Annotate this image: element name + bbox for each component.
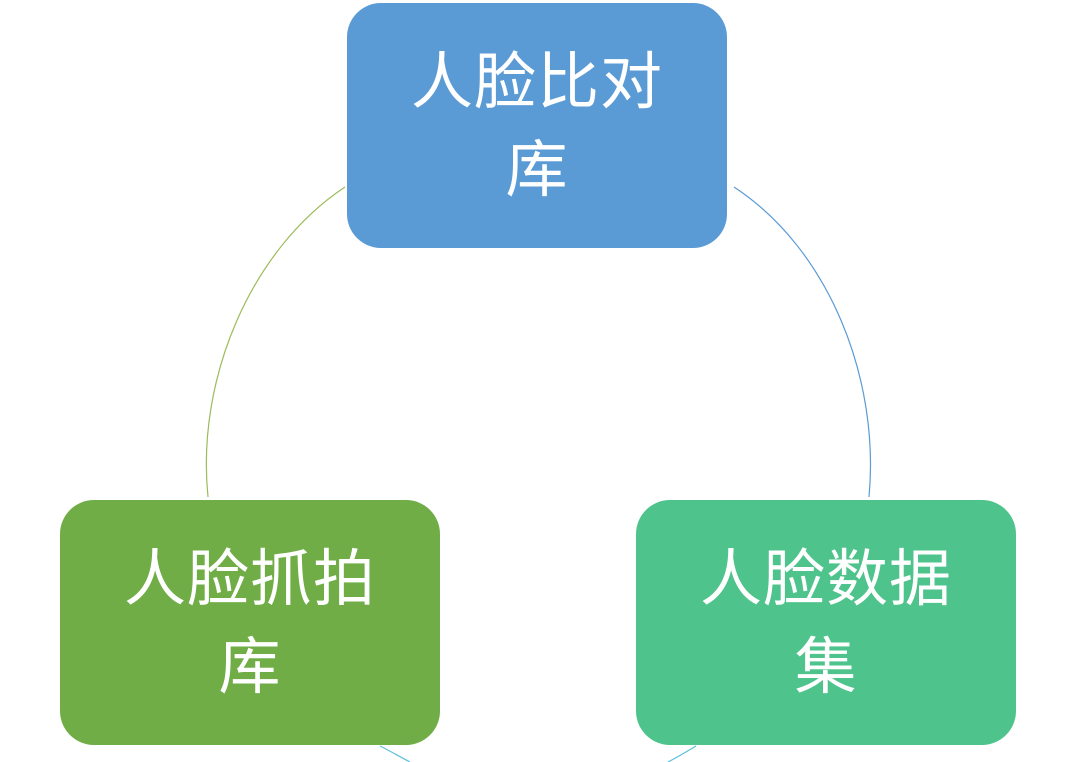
node-face-dataset: 人脸数据集: [636, 500, 1016, 745]
arc-top-to-right: [733, 186, 872, 498]
arc-left-to-top: [205, 186, 346, 498]
arc-right-to-left-right: [667, 745, 697, 762]
arc-right-to-left-left: [379, 745, 411, 762]
node-face-comparison-library: 人脸比对库: [347, 3, 727, 248]
node-face-capture-library: 人脸抓拍库: [60, 500, 440, 745]
node-right-label: 人脸数据集: [699, 541, 952, 703]
node-top-label: 人脸比对库: [410, 44, 663, 206]
node-left-label: 人脸抓拍库: [123, 541, 376, 703]
